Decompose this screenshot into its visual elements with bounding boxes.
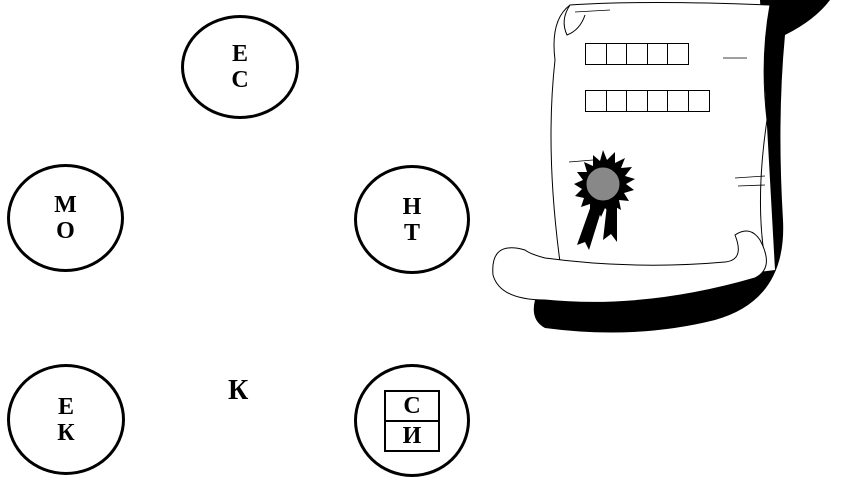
letter-circle-3[interactable]: Н Т — [354, 165, 470, 274]
answer-row-1 — [585, 43, 689, 65]
circle-5-top-letter: С — [403, 392, 421, 419]
answer-cell[interactable] — [585, 43, 607, 65]
answer-cell[interactable] — [646, 43, 669, 65]
standalone-letter: К — [228, 375, 249, 406]
answer-row-2 — [585, 90, 710, 112]
letter-circle-4[interactable]: Е К — [7, 364, 125, 475]
answer-cell[interactable] — [687, 90, 710, 112]
parchment-scroll-icon — [492, 0, 830, 333]
circle-5-bottom-letter: И — [386, 419, 438, 450]
boxed-letter-pair: С И — [384, 389, 440, 452]
circle-3-bottom-letter: Т — [403, 219, 420, 246]
answer-cell[interactable] — [667, 90, 689, 112]
answer-cell[interactable] — [626, 43, 648, 65]
circle-1-bottom-letter: С — [231, 67, 249, 93]
circle-1-top-letter: Е — [231, 41, 248, 67]
answer-cell[interactable] — [646, 90, 669, 112]
letter-circle-5[interactable]: С И — [354, 364, 470, 477]
letter-circle-1[interactable]: Е С — [181, 15, 299, 119]
answer-cell[interactable] — [605, 90, 628, 112]
circle-4-top-letter: Е — [57, 393, 74, 420]
answer-cell[interactable] — [667, 43, 689, 65]
answer-cell[interactable] — [605, 43, 628, 65]
circle-2-bottom-letter: О — [56, 218, 75, 244]
answer-cell[interactable] — [626, 90, 648, 112]
circle-2-top-letter: М — [54, 192, 77, 218]
award-rosette-icon — [574, 150, 635, 217]
circle-4-bottom-letter: К — [57, 419, 75, 446]
letter-circle-2[interactable]: М О — [7, 164, 124, 272]
answer-cell[interactable] — [585, 90, 607, 112]
circle-3-top-letter: Н — [402, 193, 422, 220]
